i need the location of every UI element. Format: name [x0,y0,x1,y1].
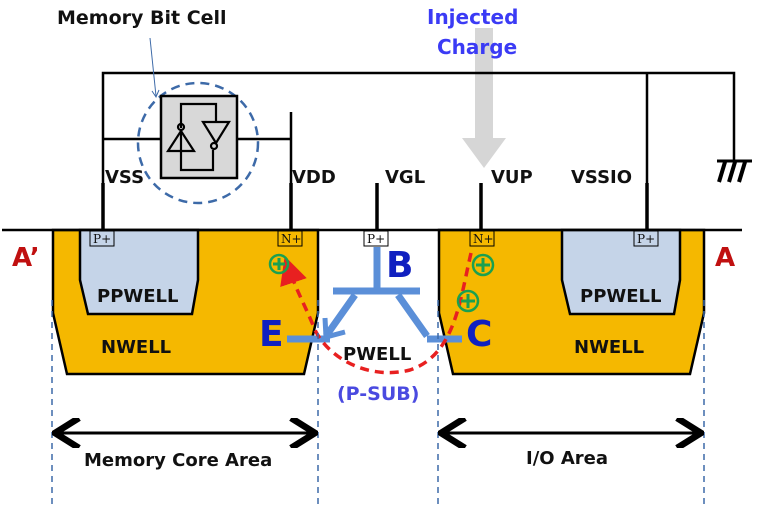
svg-text:P+: P+ [637,232,655,246]
right-ppwell-label: PPWELL [580,286,661,307]
collector-label: C [466,314,492,355]
bit-cell-box [159,94,239,180]
bit-cell-highlight-circle [136,81,260,205]
pwell-label: PWELL [343,344,411,365]
latchup-current-path [280,252,473,375]
base-label: B [386,245,413,286]
latch-icon [165,102,231,172]
pin-label-vgl: VGL [385,167,425,188]
pin-stubs [101,183,649,230]
svg-text:P+: P+ [367,232,385,246]
section-label-left: A’ [12,243,40,273]
charge-plus-icon [471,253,495,277]
emitter-label: E [259,314,284,355]
memory-bit-cell-label: Memory Bit Cell [57,7,227,29]
section-label-right: A [715,243,735,273]
memory-bit-cell [136,37,260,205]
contact-right-p: P+ [633,230,659,247]
pin-label-vdd: VDD [292,167,336,188]
area-boundary-lines [51,300,705,506]
injected-charge-label-2: Charge [437,35,517,59]
charge-plus-icon [456,289,480,313]
contact-left-n: N+ [277,230,303,247]
left-nwell-label: NWELL [101,337,171,358]
contact-mid-p: P+ [363,230,389,247]
pin-label-vss: VSS [105,167,144,188]
injected-charge-arrow [462,28,506,168]
injected-charge-label-1: Injected [427,5,518,29]
ground-icon [717,159,752,183]
callout-arrow [149,37,157,97]
contact-left-p: P+ [89,230,115,247]
parasitic-bjt-symbol [287,247,462,343]
svg-text:N+: N+ [473,232,494,246]
left-ppwell-label: PPWELL [97,286,178,307]
memory-core-area-label: Memory Core Area [84,450,272,471]
svg-text:P+: P+ [93,232,111,246]
psub-label: (P-SUB) [337,383,419,405]
right-nwell-label: NWELL [574,337,644,358]
charge-plus-icon [268,253,290,275]
pin-label-vssio: VSSIO [571,167,632,188]
io-area-label: I/O Area [526,448,608,469]
contact-right-n: N+ [469,230,495,247]
pin-label-vup: VUP [491,167,533,188]
svg-text:N+: N+ [281,232,302,246]
